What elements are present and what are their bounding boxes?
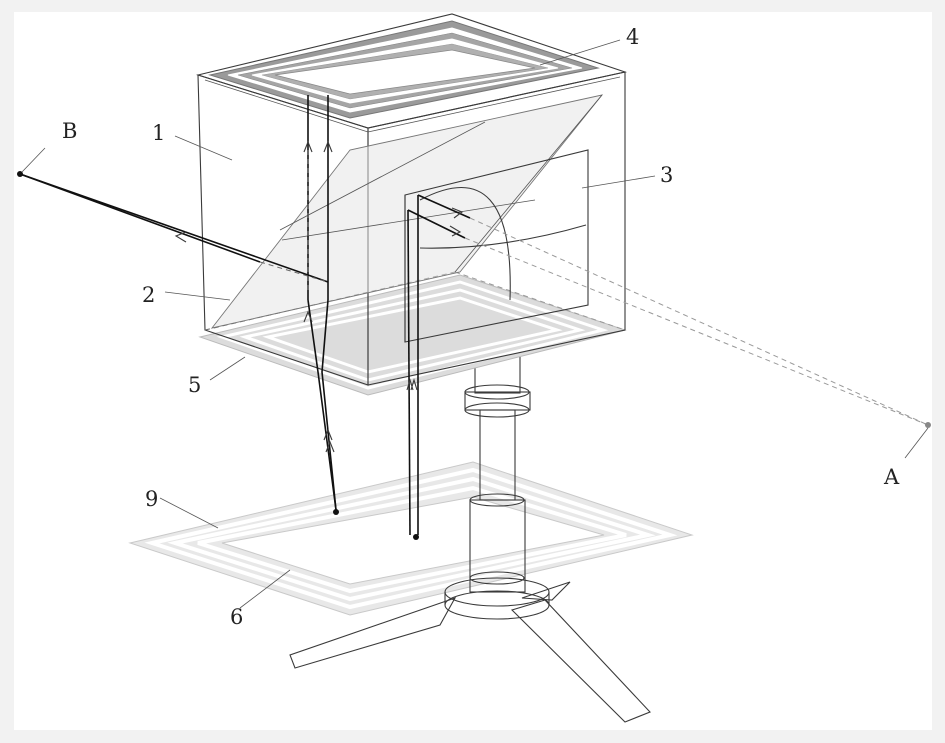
label-A: A bbox=[883, 465, 900, 489]
label-B: B bbox=[62, 119, 77, 143]
label-3: 3 bbox=[660, 163, 673, 187]
label-4: 4 bbox=[626, 25, 639, 49]
label-6: 6 bbox=[230, 605, 243, 629]
label-5: 5 bbox=[188, 373, 201, 397]
label-2: 2 bbox=[142, 283, 155, 307]
label-1: 1 bbox=[152, 121, 165, 145]
label-9: 9 bbox=[145, 487, 158, 511]
